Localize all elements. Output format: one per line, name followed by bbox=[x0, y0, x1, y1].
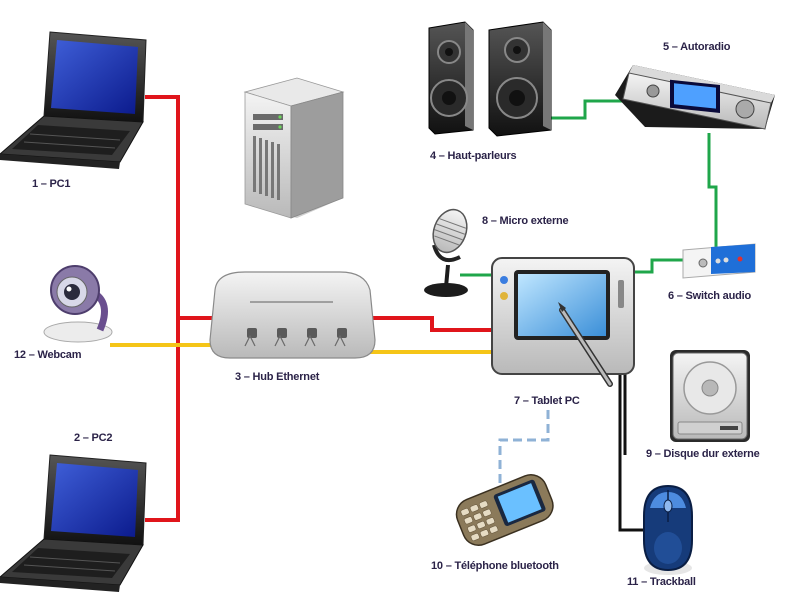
label-trackball: 11 – Trackball bbox=[627, 576, 696, 588]
audio-switch-icon bbox=[682, 243, 756, 279]
label-pc2: 2 – PC2 bbox=[74, 432, 113, 444]
laptop-icon bbox=[0, 454, 147, 592]
label-phone: 10 – Téléphone bluetooth bbox=[431, 560, 559, 572]
microphone-icon bbox=[424, 208, 468, 297]
label-webcam: 12 – Webcam bbox=[14, 349, 82, 361]
label-pc1: 1 – PC1 bbox=[32, 178, 71, 190]
cables bbox=[110, 95, 718, 532]
label-switch-audio: 6 – Switch audio bbox=[668, 290, 751, 302]
label-disk: 9 – Disque dur externe bbox=[646, 448, 760, 460]
audio-cable-switch bbox=[632, 258, 685, 274]
audio-cable-autoradio bbox=[707, 133, 718, 248]
hub-icon bbox=[209, 271, 376, 359]
ethernet-cable-pc1 bbox=[145, 95, 180, 522]
speakers-icon bbox=[428, 21, 552, 137]
bluetooth-link-phone bbox=[498, 410, 550, 486]
audio-cable-speakers bbox=[548, 99, 625, 120]
mouse-icon bbox=[643, 484, 693, 575]
ethernet-cable-tablet bbox=[368, 316, 496, 332]
label-autoradio: 5 – Autoradio bbox=[663, 41, 731, 53]
mobile-phone-icon bbox=[455, 474, 554, 546]
label-speakers: 4 – Haut-parleurs bbox=[430, 150, 517, 162]
webcam-icon bbox=[43, 265, 113, 343]
server-icon bbox=[243, 77, 345, 219]
laptop-icon bbox=[0, 31, 147, 169]
cable-trackball bbox=[618, 372, 643, 532]
hard-disk-icon bbox=[670, 350, 750, 442]
tablet-pc-icon bbox=[491, 257, 635, 387]
label-tablet: 7 – Tablet PC bbox=[514, 395, 580, 407]
label-hub: 3 – Hub Ethernet bbox=[235, 371, 320, 383]
car-radio-icon bbox=[615, 65, 775, 130]
label-micro: 8 – Micro externe bbox=[482, 215, 569, 227]
